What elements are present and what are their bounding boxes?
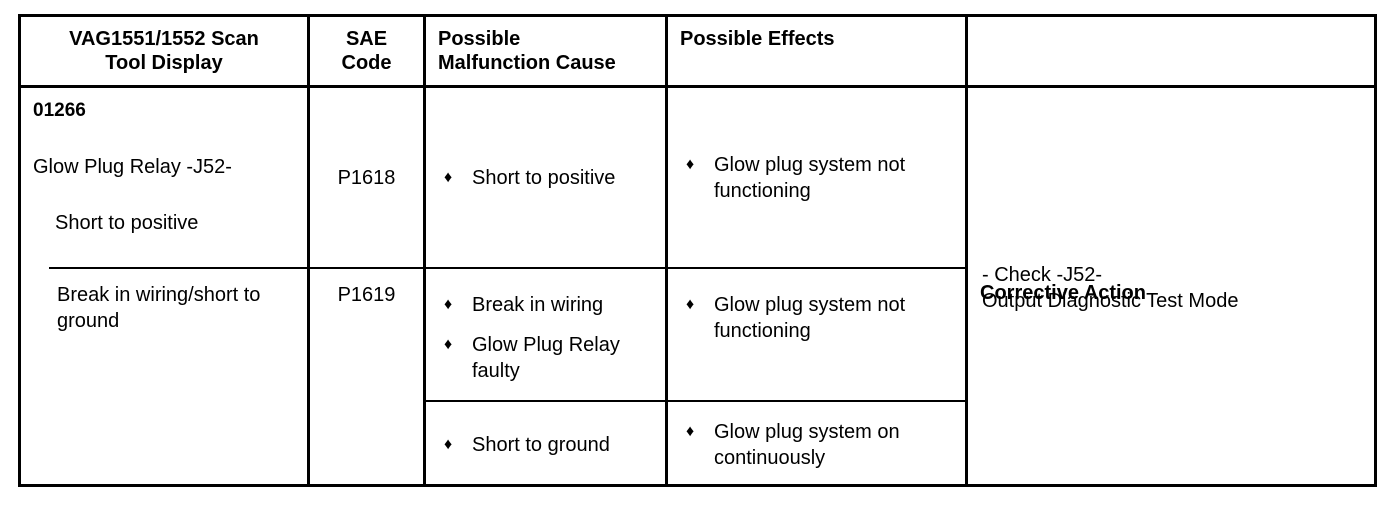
list-item: ♦ Short to positive xyxy=(444,165,655,191)
header-line-1: SAE xyxy=(345,28,388,50)
corrective-action-line-1: - Check -J52- xyxy=(982,263,1103,286)
column-header-sae-code: SAE Code xyxy=(310,17,423,85)
column-divider-4 xyxy=(965,17,968,484)
malfunction-cause-list: ♦ Short to ground xyxy=(426,432,665,458)
list-item-label: Short to positive xyxy=(472,166,616,189)
column-divider-2 xyxy=(423,17,426,484)
column-divider-1 xyxy=(307,17,310,484)
sae-code-cell-first: P1618 xyxy=(310,88,423,267)
possible-effects-list: ♦ Glow plug system on continuously xyxy=(668,419,965,471)
sae-code-cell-second: P1619 xyxy=(310,270,423,487)
fault-condition-label-2: Break in wiring/short to ground xyxy=(57,284,261,332)
column-header-corrective-action: Corrective Action xyxy=(968,88,1377,487)
header-line-1: Possible Effects xyxy=(680,28,835,50)
scan-tool-display-cell-secondary: Break in wiring/short to ground xyxy=(21,270,307,487)
malfunction-cause-list: ♦ Short to positive xyxy=(426,165,665,191)
list-item-label: Glow Plug Relay faulty xyxy=(472,334,620,382)
column-header-possible-effects: Possible Effects xyxy=(668,17,965,85)
sae-code-value: P1618 xyxy=(337,166,396,189)
fault-condition-label: Short to positive xyxy=(55,212,199,234)
malfunction-cause-cell-c: ♦ Short to ground xyxy=(426,403,665,487)
list-item: ♦ Short to ground xyxy=(444,432,655,458)
list-item-label: Glow plug system on continuously xyxy=(714,421,900,469)
column-header-possible-malfunction-cause: Possible Malfunction Cause xyxy=(426,17,665,85)
corrective-action-line-2: Output Diagnostic Test Mode xyxy=(982,289,1239,312)
diamond-bullet-icon: ♦ xyxy=(686,423,695,440)
corrective-action-lines: - Check -J52- Output Diagnostic Test Mod… xyxy=(968,262,1238,314)
possible-effects-list: ♦ Glow plug system not functioning xyxy=(668,292,965,344)
malfunction-cause-cell-a: ♦ Short to positive xyxy=(426,88,665,267)
diamond-bullet-icon: ♦ xyxy=(444,436,453,453)
fault-component-label: Glow Plug Relay -J52- xyxy=(33,156,232,178)
row-divider-1-col1 xyxy=(49,267,307,269)
header-line-2: Code xyxy=(341,52,392,74)
diamond-bullet-icon: ♦ xyxy=(686,296,695,313)
row-divider-2 xyxy=(423,400,965,402)
list-item: ♦ Glow plug system not functioning xyxy=(686,152,955,204)
column-divider-3 xyxy=(665,17,668,484)
diamond-bullet-icon: ♦ xyxy=(444,296,453,313)
diagnostic-trouble-code-table: VAG1551/1552 Scan Tool Display SAE Code … xyxy=(18,14,1377,487)
list-item: ♦ Glow plug system not functioning xyxy=(686,292,955,344)
fault-code-number: 01266 xyxy=(33,100,86,121)
header-line-1: VAG1551/1552 Scan xyxy=(69,28,259,50)
list-item: ♦ Glow plug system on continuously xyxy=(686,419,955,471)
header-line-2: Tool Display xyxy=(105,52,223,74)
diamond-bullet-icon: ♦ xyxy=(686,155,695,173)
possible-effects-cell-b: ♦ Glow plug system not functioning xyxy=(668,270,965,400)
diamond-bullet-icon: ♦ xyxy=(444,168,453,186)
malfunction-cause-cell-b: ♦ Break in wiring ♦ Glow Plug Relay faul… xyxy=(426,270,665,400)
possible-effects-cell-a: ♦ Glow plug system not functioning xyxy=(668,88,965,267)
diamond-bullet-icon: ♦ xyxy=(444,336,453,353)
possible-effects-cell-c: ♦ Glow plug system on continuously xyxy=(668,403,965,487)
header-line-1: Corrective Action xyxy=(980,281,1146,304)
malfunction-cause-list: ♦ Break in wiring ♦ Glow Plug Relay faul… xyxy=(426,292,665,384)
scan-tool-display-cell-primary: 01266 Glow Plug Relay -J52- Short to pos… xyxy=(21,88,307,267)
column-header-scan-tool-display: VAG1551/1552 Scan Tool Display xyxy=(21,17,307,85)
list-item: ♦ Break in wiring xyxy=(444,292,655,318)
list-item-label: Break in wiring xyxy=(472,294,604,316)
list-item-label: Glow plug system not functioning xyxy=(714,153,906,202)
list-item: ♦ Glow Plug Relay faulty xyxy=(444,332,655,384)
corrective-action-cell: - Check -J52- Output Diagnostic Test Mod… xyxy=(968,88,1377,487)
list-item-label: Short to ground xyxy=(472,434,610,456)
header-line-2: Malfunction Cause xyxy=(438,52,616,74)
header-line-1: Possible xyxy=(438,28,521,50)
row-divider-1 xyxy=(307,267,965,269)
possible-effects-list: ♦ Glow plug system not functioning xyxy=(668,152,965,204)
header-separator xyxy=(21,85,1374,88)
list-item-label: Glow plug system not functioning xyxy=(714,294,906,342)
sae-code-value: P1619 xyxy=(337,284,396,306)
